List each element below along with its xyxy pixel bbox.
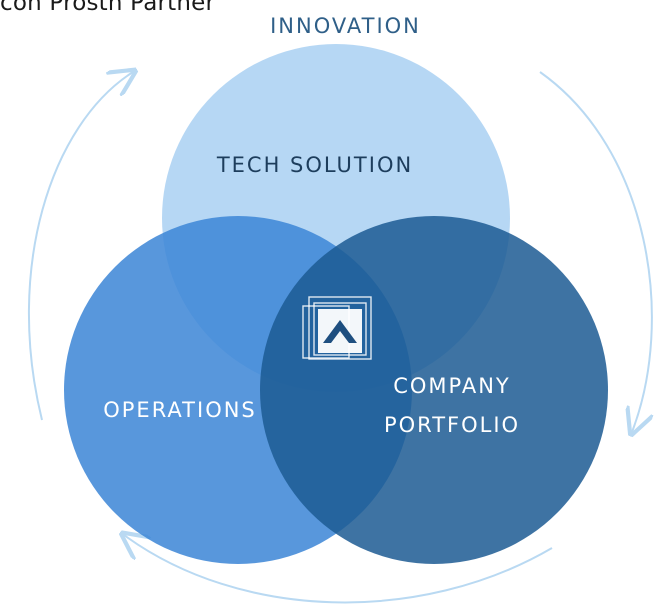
label-operations: OPERATIONS (103, 398, 257, 422)
diagram-title: INNOVATION (270, 14, 421, 38)
label-company: COMPANY (393, 374, 511, 398)
header-partial-text: con Prosth Partner (0, 0, 216, 16)
label-portfolio: PORTFOLIO (384, 413, 520, 437)
cycle-arrow-left-icon (27, 72, 133, 421)
label-tech-solution: TECH SOLUTION (216, 153, 413, 177)
cycle-arrow-right-icon (539, 71, 652, 432)
cycle-arrow-bottom-icon (124, 535, 553, 604)
center-logo-icon (302, 296, 372, 360)
